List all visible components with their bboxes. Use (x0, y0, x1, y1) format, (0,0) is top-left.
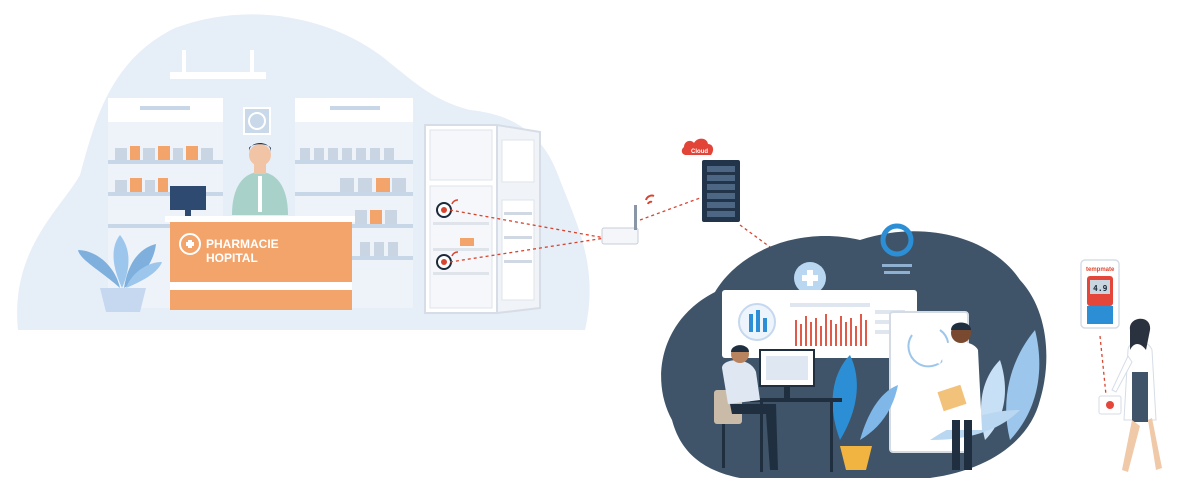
cloud-icon (681, 138, 714, 155)
doctor-presenting-figure (916, 322, 982, 470)
connection-lines (449, 197, 1107, 396)
pharmacy-sign-line2: HOPITAL (206, 251, 258, 265)
analytics-panel (722, 290, 917, 358)
fridge (424, 123, 541, 315)
right-shelf (295, 98, 413, 308)
decorative-leaves (832, 330, 1040, 440)
logger-display (1090, 280, 1110, 294)
red-bars-chart (795, 314, 867, 346)
ring-icon (880, 223, 914, 257)
pharmacist-figure (232, 143, 288, 215)
office-desk (750, 349, 842, 472)
cloud-label: Cloud (691, 149, 708, 155)
wifi-signal-icon (645, 194, 655, 205)
dashboard-scene (661, 223, 1047, 478)
ceiling-light (170, 72, 266, 79)
cloud-server: Cloud (681, 138, 740, 222)
pharmacy-sign-line1: PHARMACIE (206, 237, 279, 251)
pharmacy-counter: PHARMACIE HOPITAL (165, 216, 355, 310)
counter-monitor (170, 186, 206, 218)
nurse-figure (1098, 318, 1162, 472)
logger-brand: tempmate (1086, 267, 1115, 273)
planter-pot (840, 446, 872, 470)
analyst-figure (714, 345, 778, 470)
pharmacy-scene: PHARMACIE HOPITAL (17, 14, 590, 330)
logger-reading: 4.9 (1093, 284, 1108, 293)
potted-plant (78, 235, 162, 312)
gateway-device (601, 194, 655, 245)
pharmacy-cross-icon (179, 233, 201, 255)
wall-clock-icon (243, 107, 271, 135)
temperature-logger: tempmate 4.9 (1080, 259, 1120, 329)
